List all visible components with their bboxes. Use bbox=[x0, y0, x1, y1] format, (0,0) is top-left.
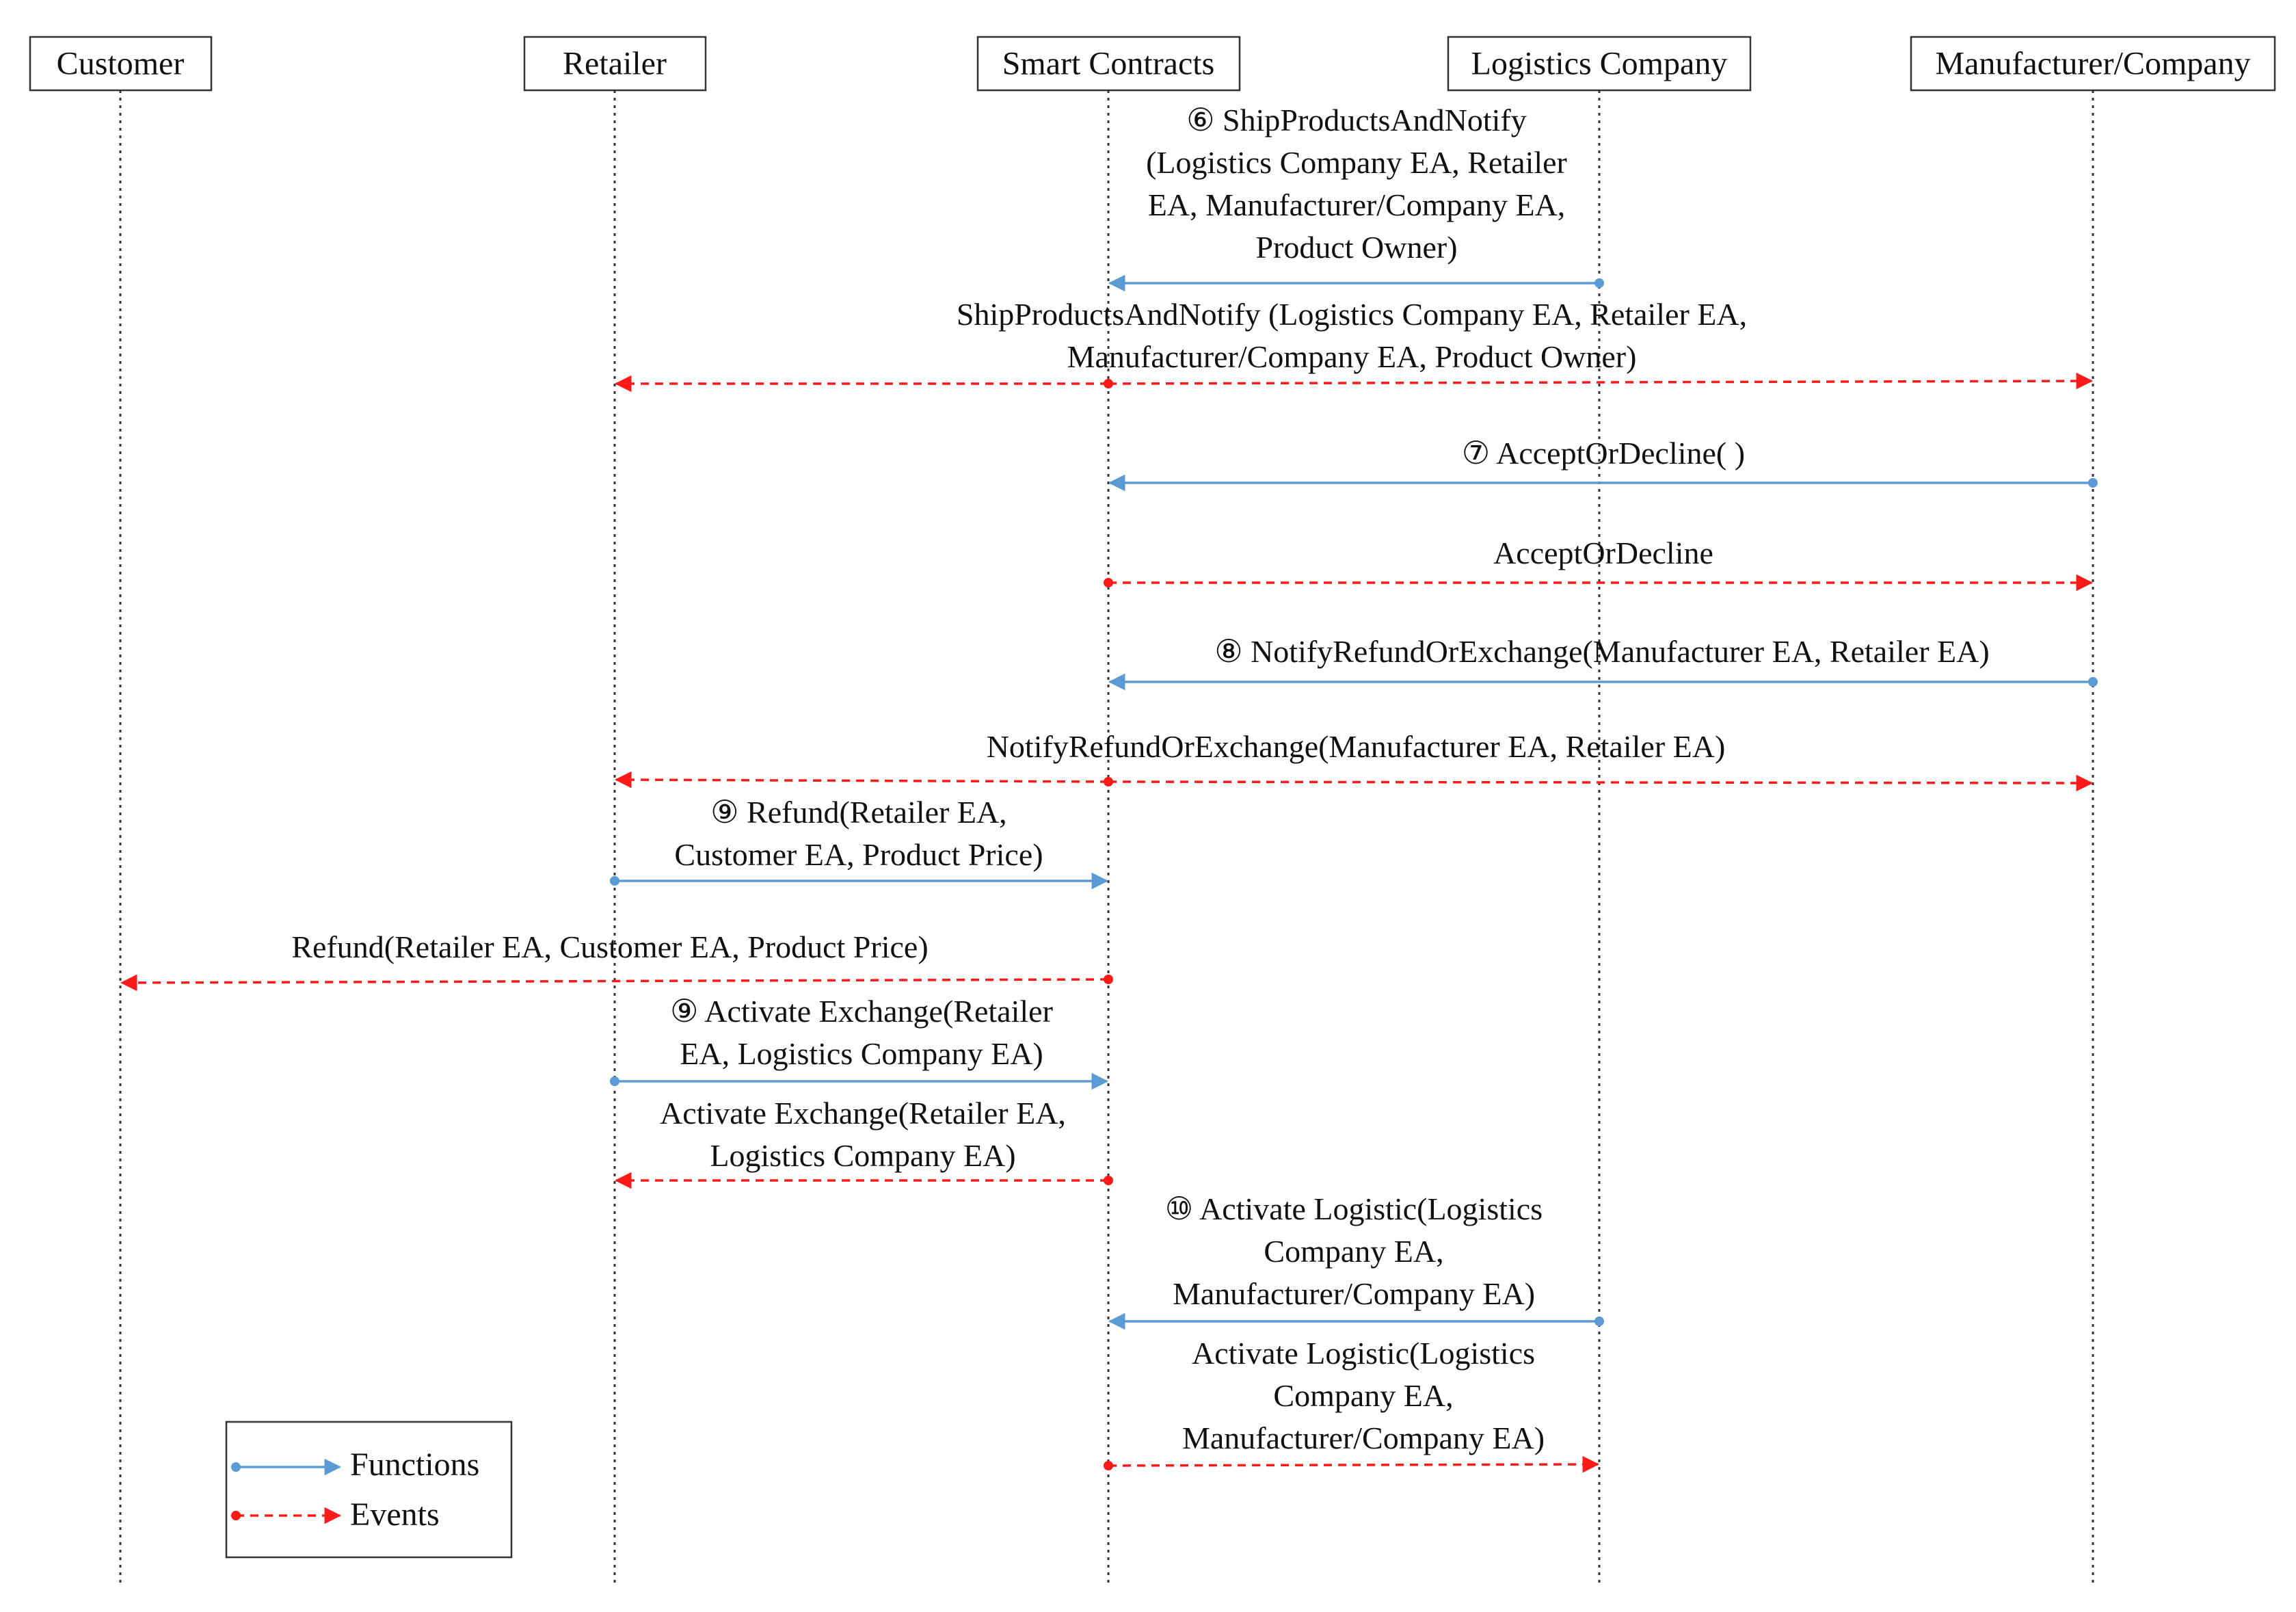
actor-label: Smart Contracts bbox=[1002, 46, 1215, 82]
event-accept-or-decline: AcceptOrDecline bbox=[1104, 536, 2094, 592]
actor-label: Retailer bbox=[563, 46, 667, 82]
message-accept-or-decline-function: ⑦ AcceptOrDecline( ) bbox=[1108, 436, 2098, 492]
message-label: ⑨ Activate Exchange(Retailer bbox=[670, 994, 1053, 1029]
event-arrow bbox=[120, 974, 1109, 992]
message-label: Company EA, bbox=[1273, 1378, 1453, 1413]
message-notify-refund-function: ⑧ NotifyRefundOrExchange(Manufacturer EA… bbox=[1108, 634, 2098, 691]
function-origin-dot bbox=[610, 1076, 619, 1086]
message-refund-function: ⑨ Refund(Retailer EA, Customer EA, Produ… bbox=[610, 795, 1109, 890]
event-refund: Refund(Retailer EA, Customer EA, Product… bbox=[120, 929, 1113, 992]
message-label: Customer EA, Product Price) bbox=[674, 837, 1043, 872]
message-label: ⑥ ShipProductsAndNotify bbox=[1186, 103, 1526, 137]
event-ship-products: ShipProductsAndNotify (Logistics Company… bbox=[614, 297, 2094, 393]
actor-smart-contracts: Smart Contracts bbox=[976, 36, 1241, 92]
message-label: ⑧ NotifyRefundOrExchange(Manufacturer EA… bbox=[1214, 634, 1989, 669]
message-label: NotifyRefundOrExchange(Manufacturer EA, … bbox=[987, 729, 1726, 764]
message-label: AcceptOrDecline bbox=[1493, 536, 1713, 570]
function-origin-dot bbox=[1594, 1317, 1604, 1326]
actor-customer: Customer bbox=[29, 36, 213, 92]
legend-function-dot bbox=[231, 1462, 241, 1472]
event-arrow-to-manufacturer bbox=[1108, 372, 2094, 390]
message-label: Refund(Retailer EA, Customer EA, Product… bbox=[291, 929, 928, 964]
legend-events-label: Events bbox=[350, 1496, 440, 1533]
message-label: Logistics Company EA) bbox=[710, 1138, 1015, 1173]
message-label: EA, Logistics Company EA) bbox=[680, 1036, 1043, 1071]
actor-manufacturer-company: Manufacturer/Company bbox=[1910, 36, 2276, 92]
message-label: ⑨ Refund(Retailer EA, bbox=[710, 795, 1006, 830]
event-origin-dot bbox=[1104, 975, 1113, 984]
legend-functions-label: Functions bbox=[350, 1446, 479, 1483]
message-label: ShipProductsAndNotify (Logistics Company… bbox=[957, 297, 1747, 332]
actor-retailer: Retailer bbox=[523, 36, 707, 92]
event-notify-refund: NotifyRefundOrExchange(Manufacturer EA, … bbox=[614, 729, 2094, 792]
function-origin-dot bbox=[2088, 677, 2098, 687]
message-label: Activate Exchange(Retailer EA, bbox=[660, 1096, 1066, 1131]
function-origin-dot bbox=[610, 876, 619, 886]
legend-box bbox=[225, 1421, 513, 1559]
function-origin-dot bbox=[2088, 478, 2098, 488]
legend: Functions Events bbox=[225, 1421, 513, 1559]
event-origin-dot bbox=[1104, 1461, 1113, 1470]
message-label: Manufacturer/Company EA) bbox=[1182, 1421, 1545, 1455]
message-label: Manufacturer/Company EA, Product Owner) bbox=[1067, 339, 1637, 374]
event-arrow bbox=[1108, 1455, 1600, 1473]
event-origin-dot bbox=[1104, 777, 1113, 787]
message-label: Activate Logistic(Logistics bbox=[1192, 1336, 1535, 1371]
actor-label: Customer bbox=[57, 46, 185, 82]
message-label: EA, Manufacturer/Company EA, bbox=[1148, 187, 1566, 222]
event-activate-exchange: Activate Exchange(Retailer EA, Logistics… bbox=[614, 1096, 1113, 1189]
message-label: Product Owner) bbox=[1255, 230, 1457, 265]
message-label: ⑩ Activate Logistic(Logistics bbox=[1165, 1191, 1543, 1226]
message-label: Company EA, bbox=[1264, 1234, 1443, 1269]
event-origin-dot bbox=[1104, 1176, 1113, 1185]
message-activate-logistic-function: ⑩ Activate Logistic(Logistics Company EA… bbox=[1108, 1191, 1604, 1330]
message-ship-products-function: ⑥ ShipProductsAndNotify (Logistics Compa… bbox=[1108, 103, 1604, 292]
function-origin-dot bbox=[1594, 278, 1604, 288]
legend-event-dot bbox=[231, 1511, 241, 1520]
event-arrow-to-retailer bbox=[614, 771, 1109, 789]
message-activate-exchange-function: ⑨ Activate Exchange(Retailer EA, Logisti… bbox=[610, 994, 1109, 1090]
event-arrow-to-manufacturer bbox=[1108, 774, 2094, 792]
event-origin-dot bbox=[1104, 578, 1113, 587]
event-activate-logistic: Activate Logistic(Logistics Company EA, … bbox=[1104, 1336, 1600, 1473]
message-label: ⑦ AcceptOrDecline( ) bbox=[1462, 436, 1745, 471]
actor-label: Manufacturer/Company bbox=[1935, 46, 2250, 82]
actor-label: Logistics Company bbox=[1471, 46, 1728, 82]
message-label: Manufacturer/Company EA) bbox=[1173, 1276, 1535, 1311]
actor-logistics-company: Logistics Company bbox=[1447, 36, 1752, 92]
event-origin-dot bbox=[1104, 379, 1113, 388]
message-label: (Logistics Company EA, Retailer bbox=[1146, 145, 1567, 180]
